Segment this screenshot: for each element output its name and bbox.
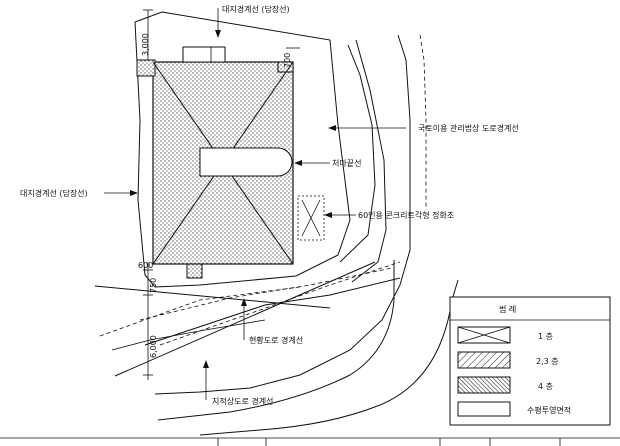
label-cadastral-road: 지적상도로 경계선: [212, 396, 273, 406]
site-boundary: [134, 11, 351, 288]
label-site-boundary-top: 대지경계선 (담장선): [222, 4, 290, 14]
label-sewage-tank: 60인용 콘크리트각형 정화조: [358, 210, 454, 220]
legend: 범 례 1 층 2,3 층 4 층 수평투영면적: [449, 296, 611, 426]
label-site-boundary-left: 대지경계선 (담장선): [20, 188, 88, 198]
title-strip: [0, 437, 620, 446]
legend-label-1: 1 층: [538, 332, 553, 341]
label-eaves-line: 처마끝선: [332, 159, 361, 168]
leader-lines: [104, 8, 406, 400]
legend-label-3: 4 층: [538, 382, 553, 391]
legend-label-2: 2,3 층: [536, 357, 559, 366]
legend-label-4: 수평투영면적: [527, 405, 571, 415]
dimension-lines: [143, 9, 300, 380]
cadastral-road-lines: [94, 261, 401, 377]
building-footprint: [136, 46, 325, 279]
dim-750: 750: [149, 278, 158, 293]
road-boundary-lines: [154, 34, 427, 395]
dim-700: 700: [283, 53, 292, 68]
label-current-road: 현황도로 경계선: [249, 335, 303, 345]
legend-title: 범 례: [499, 304, 516, 314]
road-curve: [157, 260, 459, 436]
dim-600: 600: [138, 261, 153, 270]
dim-6000: 6,000: [149, 335, 158, 358]
label-road-boundary: 국토이용 관리법상 도로경계선: [418, 123, 519, 133]
dim-3000: 3,000: [141, 33, 150, 56]
